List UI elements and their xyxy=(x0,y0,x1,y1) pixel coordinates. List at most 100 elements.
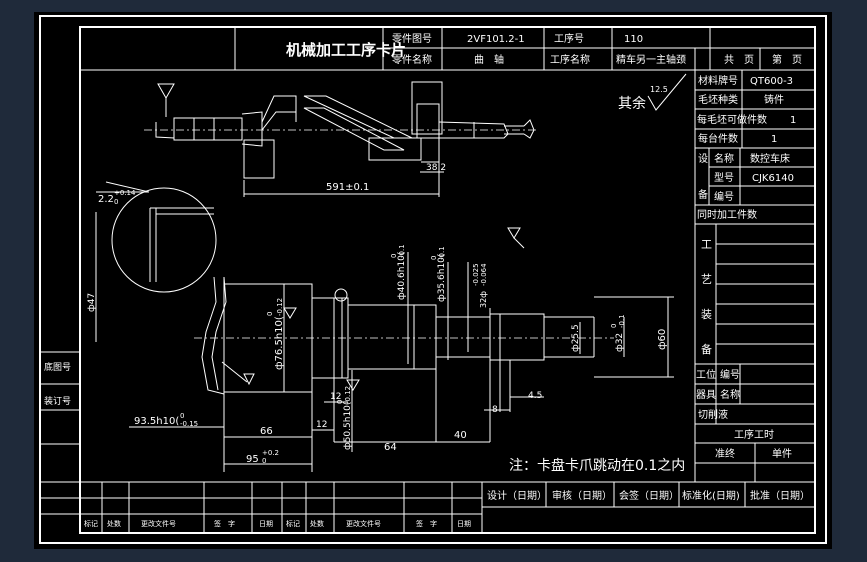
detail-dim-tol: +0.14 xyxy=(114,189,136,197)
hours-unit: 单件 xyxy=(772,448,792,460)
rev-col-8: 更改文件号 xyxy=(346,519,381,528)
roughness-symbol xyxy=(647,73,687,111)
dim-dia-76-tol: 0 xyxy=(266,312,274,316)
inner-frame xyxy=(79,26,816,534)
part-no: 2VF101.2-1 xyxy=(467,34,525,45)
roughness-mark-top xyxy=(507,227,521,239)
material: QT600-3 xyxy=(750,76,793,87)
title-block: 机械加工工序卡片 零件图号 2VF101.2-1 工序号 110 零件名称 曲 … xyxy=(80,27,815,71)
dim-dia-35: ф35.6h10( xyxy=(437,254,447,302)
dim-dia-32-tol: 0 xyxy=(610,324,618,328)
dim-len-95-tol: +0.2 xyxy=(262,449,279,457)
equip-model: CJK6140 xyxy=(752,173,794,184)
dim-dia-50-tol2: -0.12 xyxy=(344,386,352,404)
rev-col-7: 处数 xyxy=(310,519,324,528)
locator-triangle-main xyxy=(243,373,255,386)
part-no-label: 零件图号 xyxy=(392,33,432,45)
dim-dia-32b-tol: -0.025 xyxy=(472,263,480,286)
dim-dia-76-tol2: -0.12 xyxy=(276,298,284,316)
dim-len-95: 95 xyxy=(246,454,259,465)
dim-dia-76: ф76.5h10( xyxy=(274,316,285,370)
rev-col-6: 标记 xyxy=(286,519,300,528)
jaw-runout-note: 注：卡盘卡爪跳动在0.1之内 xyxy=(509,457,685,474)
fixture-name: 名称 xyxy=(720,388,740,401)
dim-len-8: 8 xyxy=(492,405,498,415)
part-name-label: 零件名称 xyxy=(392,53,432,66)
dim-dia-40: ф40.6h10( xyxy=(397,252,407,300)
rev-col-5: 日期 xyxy=(259,520,273,528)
binding-no: 装订号 xyxy=(44,395,71,407)
material-label: 材料牌号 xyxy=(698,74,738,87)
coolant-label: 切削液 xyxy=(698,408,728,421)
dim-dia-60: ф60 xyxy=(657,329,668,350)
process-char-4: 备 xyxy=(701,342,712,356)
dim-len-93-tol: 0 xyxy=(180,412,184,420)
dim-len-66: 66 xyxy=(260,426,273,437)
dim-dia-32b-tol2: -0.064 xyxy=(480,263,488,286)
fixture-label-2: 器具 xyxy=(696,389,716,401)
roughness-mark-50 xyxy=(346,379,360,391)
dim-dia-25: ф25.5 xyxy=(571,324,581,352)
rev-col-1: 标记 xyxy=(84,519,98,528)
parts-per-blank-label: 每毛坯可做件数 xyxy=(697,113,767,126)
drawing-sheet: 机械加工工序卡片 零件图号 2VF101.2-1 工序号 110 零件名称 曲 … xyxy=(34,12,832,549)
equipment-label-2: 备 xyxy=(698,188,708,201)
dim-len-12a: 12 xyxy=(316,420,327,430)
dim-dia-35-tol: 0 xyxy=(430,256,438,260)
locator-triangle-top xyxy=(157,83,175,100)
equip-name: 数控车床 xyxy=(750,152,790,165)
fixture-number: 编号 xyxy=(720,368,740,381)
crankshaft-main-view: ф76.5h10( 0 -0.12 ф40.6h10( 0 -0.1 ф35.6… xyxy=(129,227,674,472)
roughness-rest: 12.5 xyxy=(650,85,668,94)
page-no: 第 页 xyxy=(772,53,802,66)
outer-frame xyxy=(39,15,827,544)
total-pages: 共 页 xyxy=(724,54,754,66)
binding-block: 底图号 装订号 xyxy=(40,351,80,445)
rev-col-4: 签 字 xyxy=(214,519,235,528)
op-name-label: 工序名称 xyxy=(550,53,590,66)
op-no: 110 xyxy=(624,34,643,45)
hours-quasi: 准终 xyxy=(715,447,735,460)
detail-dim-tol2: 0 xyxy=(114,198,118,206)
rev-col-10: 日期 xyxy=(457,520,471,528)
dim-dia-50: ф50.5h10( xyxy=(343,402,353,450)
signoff-block: 设计（日期） 审核（日期） 会签（日期） 标准化(日期) 批准（日期） 标记 处… xyxy=(40,481,815,533)
signoff-standard: 标准化(日期) xyxy=(682,489,740,502)
equip-model-label: 型号 xyxy=(714,171,734,184)
process-card-drawing: 机械加工工序卡片 零件图号 2VF101.2-1 工序号 110 零件名称 曲 … xyxy=(39,15,827,544)
hours-title: 工序工时 xyxy=(734,428,774,441)
parts-per-station-label: 每台件数 xyxy=(698,132,738,145)
dim-top-small: 38.2 xyxy=(426,163,446,173)
card-title: 机械加工工序卡片 xyxy=(286,41,406,59)
rev-col-9: 签 字 xyxy=(416,519,437,528)
simultaneous-label: 同时加工件数 xyxy=(697,208,757,221)
part-name: 曲 轴 xyxy=(474,53,504,66)
rev-col-3: 更改文件号 xyxy=(141,519,176,528)
dim-dia-32: ф32 xyxy=(615,333,625,352)
dim-len-40: 40 xyxy=(454,430,467,441)
signoff-approve: 批准（日期） xyxy=(750,489,810,502)
surface-note: 其余 xyxy=(618,95,646,112)
dim-dia-40-tol: 0 xyxy=(390,254,398,258)
parts-per-station: 1 xyxy=(771,134,777,145)
detail-dim: 2.2 xyxy=(98,194,114,205)
op-name: 精车另一主轴颈 xyxy=(616,53,686,66)
op-no-label: 工序号 xyxy=(554,32,584,45)
roughness-mark-76 xyxy=(283,307,297,319)
equip-name-label: 名称 xyxy=(714,152,734,165)
dim-len-93-tol2: -0.15 xyxy=(180,420,198,428)
side-table: 材料牌号 QT600-3 毛坯种类 铸件 每毛坯可做件数 1 每台件数 1 设 … xyxy=(694,48,815,482)
process-char-3: 装 xyxy=(701,308,712,321)
signoff-design: 设计（日期） xyxy=(487,489,547,502)
signoff-review: 审核（日期） xyxy=(552,489,612,502)
dim-dia-35-tol2: -0.1 xyxy=(438,246,446,260)
dim-dia-40-tol2: -0.1 xyxy=(398,244,406,258)
dim-len-12b: 12 xyxy=(330,392,341,402)
process-char-1: 工 xyxy=(701,238,712,251)
base-drawing-no: 底图号 xyxy=(44,361,71,373)
blank-type: 铸件 xyxy=(764,93,784,106)
equipment-label-1: 设 xyxy=(698,153,708,165)
process-char-2: 艺 xyxy=(701,273,712,286)
dim-top-len: 591±0.1 xyxy=(326,182,369,193)
detail-dia: ф47 xyxy=(87,293,97,312)
